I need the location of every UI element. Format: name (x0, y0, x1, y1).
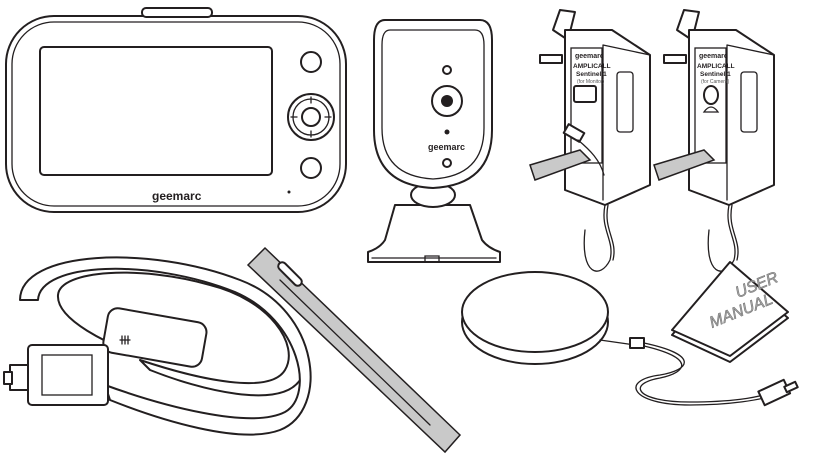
user-manual: USER MANUAL (671, 261, 789, 363)
baby-camera: geemarc (367, 19, 501, 263)
pad-plug (757, 378, 792, 407)
power-adapter-monitor: geemarc AMPLICALL Sentinel 1 (for Monito… (529, 9, 651, 272)
adapter-logo: geemarc (699, 53, 728, 60)
monitor-logo: geemarc (152, 189, 202, 203)
adapter-brand: AMPLICALL (697, 63, 735, 70)
video-monitor: geemarc (5, 7, 347, 213)
monitor-top-button (300, 51, 322, 73)
camera-logo: geemarc (428, 142, 465, 152)
power-adapter-camera: geemarc AMPLICALL Sentinel 1 (for Camera… (653, 9, 775, 272)
monitor-dpad (287, 93, 335, 141)
adapter-note: (for Camera) (701, 79, 730, 85)
bed-shaker-pad (102, 307, 208, 368)
adapter-model: Sentinel 1 (700, 71, 731, 78)
adapter-logo: geemarc (575, 53, 604, 60)
adapter-brand: AMPLICALL (573, 63, 611, 70)
velcro-cable-strap (246, 246, 462, 454)
adapter-note: (for Monitor) (577, 79, 605, 85)
bed-shaker-belt (3, 256, 312, 436)
monitor-bottom-button (300, 157, 322, 179)
adapter-model: Sentinel 1 (576, 71, 607, 78)
vibrating-pillow-pad (461, 271, 799, 407)
